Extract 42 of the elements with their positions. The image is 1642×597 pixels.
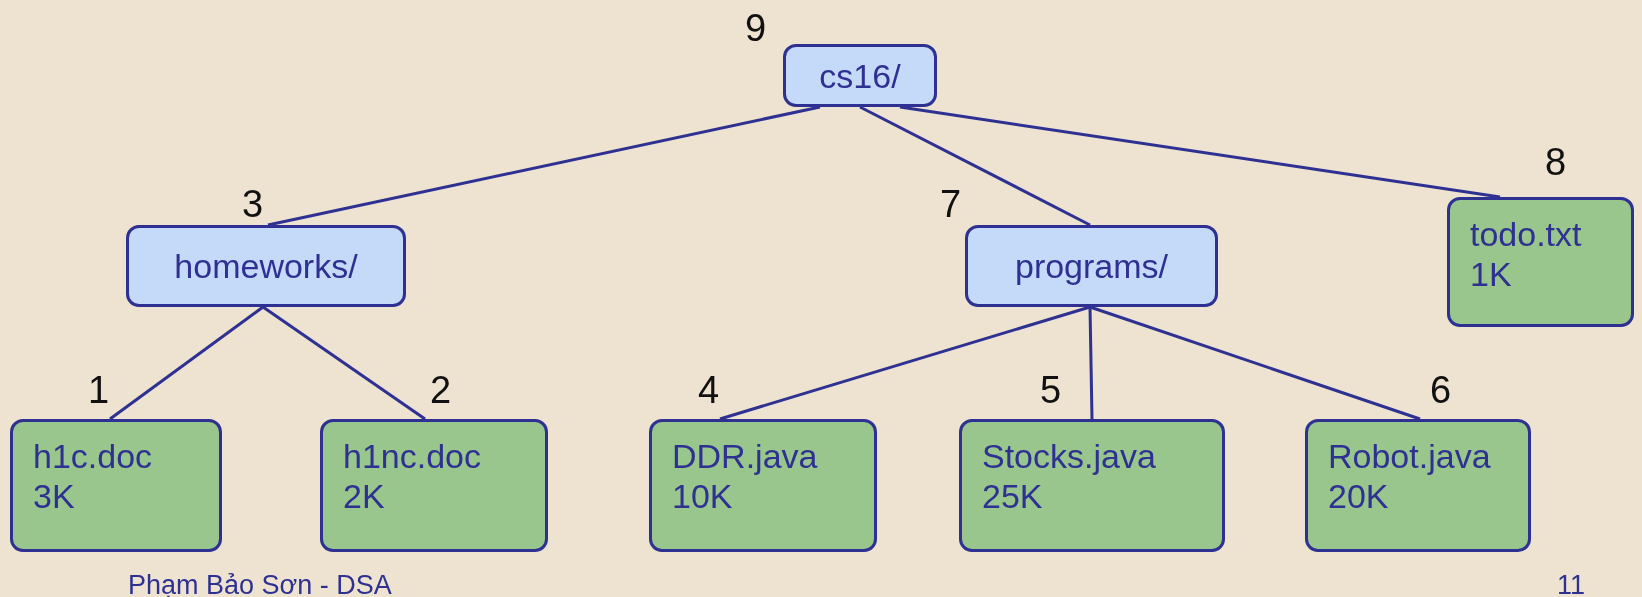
- node-number: 3: [242, 184, 264, 224]
- page-number: 11: [1557, 570, 1586, 597]
- node-number: 2: [430, 370, 452, 410]
- file-box: [320, 419, 548, 552]
- file-box: [649, 419, 877, 552]
- connector-line: [262, 305, 426, 421]
- folder-box: [126, 225, 406, 307]
- file-size: 20K: [1328, 476, 1390, 516]
- file-box: [10, 419, 222, 552]
- folder-box: [965, 225, 1218, 307]
- folder-name: homeworks/: [174, 246, 358, 286]
- file-name: Stocks.java: [982, 436, 1157, 476]
- file-size: 3K: [33, 476, 76, 516]
- node-number: 5: [1040, 370, 1062, 410]
- connector-line: [1088, 306, 1094, 420]
- file-name: Robot.java: [1328, 436, 1492, 476]
- file-size: 1K: [1470, 254, 1513, 294]
- file-size: 10K: [672, 476, 734, 516]
- file-size: 2K: [343, 476, 386, 516]
- node-number: 8: [1545, 142, 1567, 182]
- file-size: 25K: [982, 476, 1044, 516]
- node-number: 7: [940, 184, 962, 224]
- file-name: DDR.java: [672, 436, 819, 476]
- file-box: [1305, 419, 1531, 552]
- file-name: todo.txt: [1470, 214, 1583, 254]
- file-box: [1447, 197, 1634, 327]
- connector-line: [267, 105, 821, 227]
- connector-line: [109, 305, 264, 421]
- connector-line: [899, 105, 1501, 199]
- node-number: 6: [1430, 370, 1452, 410]
- file-name: h1nc.doc: [343, 436, 482, 476]
- folder-name: cs16/: [819, 55, 901, 96]
- node-number: 1: [88, 370, 110, 410]
- node-number: 9: [745, 8, 767, 48]
- folder-box: [783, 44, 937, 107]
- file-name: h1c.doc: [33, 436, 154, 476]
- connector-line: [859, 105, 1091, 227]
- connector-line: [719, 305, 1091, 421]
- connector-line: [1089, 305, 1421, 421]
- file-box: [959, 419, 1225, 552]
- node-number: 4: [698, 370, 720, 410]
- folder-name: programs/: [1014, 246, 1169, 286]
